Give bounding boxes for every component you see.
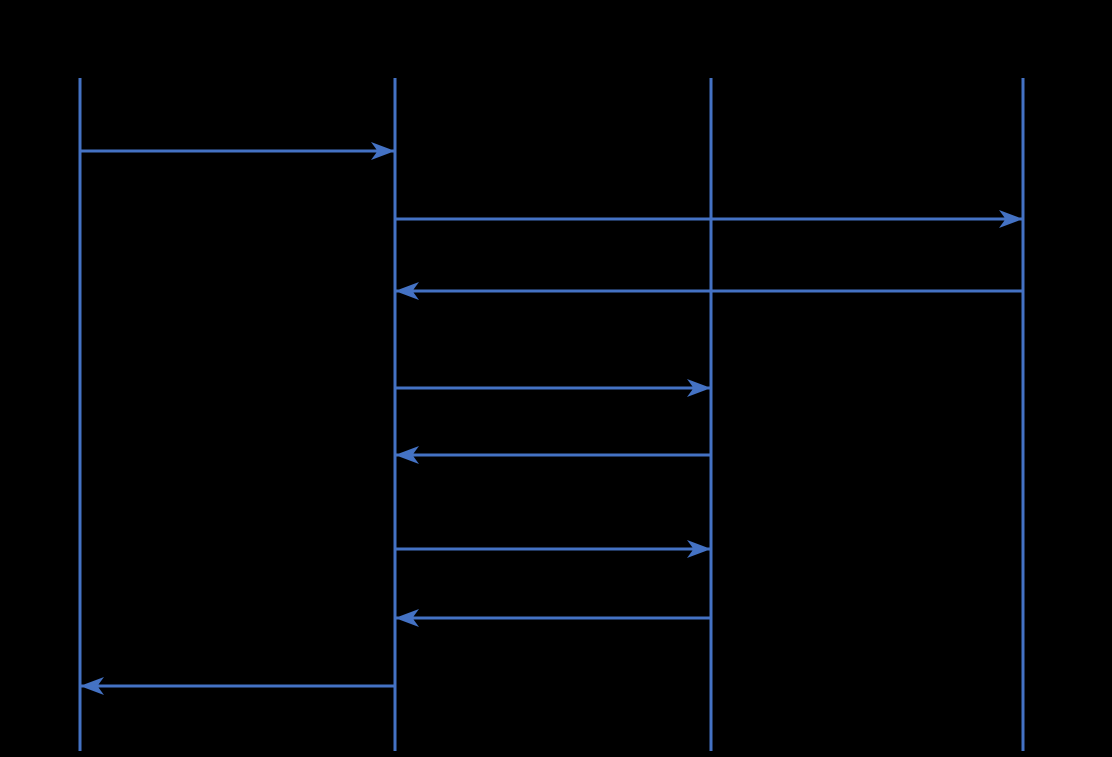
sequence-diagram — [78, 78, 1025, 751]
sequence-diagram-canvas — [78, 78, 1025, 751]
